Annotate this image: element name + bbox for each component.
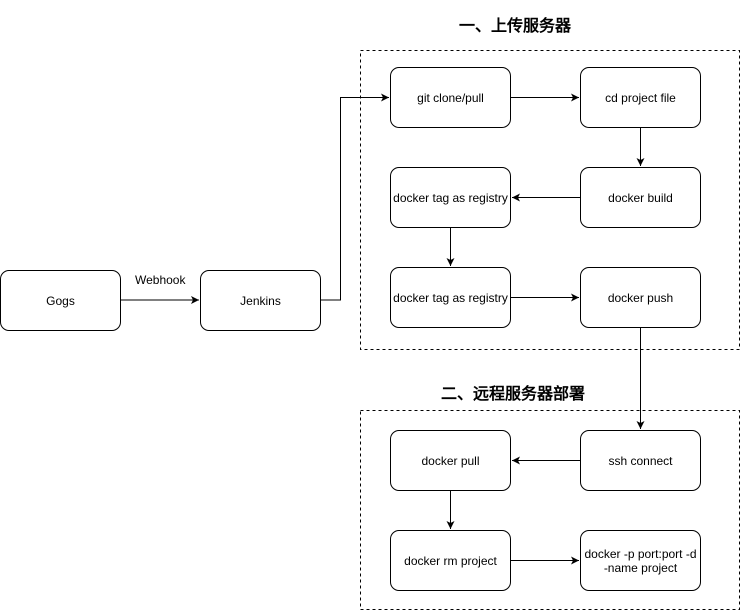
deploy-group-container bbox=[360, 410, 740, 610]
node-ssh-connect: ssh connect bbox=[580, 430, 701, 491]
node-docker-build: docker build bbox=[580, 167, 701, 228]
node-docker-run: docker -p port:port -d -name project bbox=[580, 530, 701, 591]
node-git-clone-pull: git clone/pull bbox=[390, 67, 511, 128]
node-docker-push: docker push bbox=[580, 267, 701, 328]
node-docker-tag-2: docker tag as registry bbox=[390, 267, 511, 328]
node-docker-rm-project: docker rm project bbox=[390, 530, 511, 591]
webhook-label: Webhook bbox=[135, 273, 186, 287]
node-jenkins: Jenkins bbox=[200, 270, 321, 331]
upload-group-container bbox=[360, 50, 740, 350]
deploy-group-title: 二、远程服务器部署 bbox=[441, 384, 586, 403]
node-cd-project-file: cd project file bbox=[580, 67, 701, 128]
node-docker-tag-1: docker tag as registry bbox=[390, 167, 511, 228]
edge-jenkins-to-git-clone bbox=[321, 93, 389, 301]
node-docker-pull: docker pull bbox=[390, 430, 511, 491]
node-gogs: Gogs bbox=[0, 270, 121, 331]
upload-group-title: 一、上传服务器 bbox=[459, 16, 572, 35]
